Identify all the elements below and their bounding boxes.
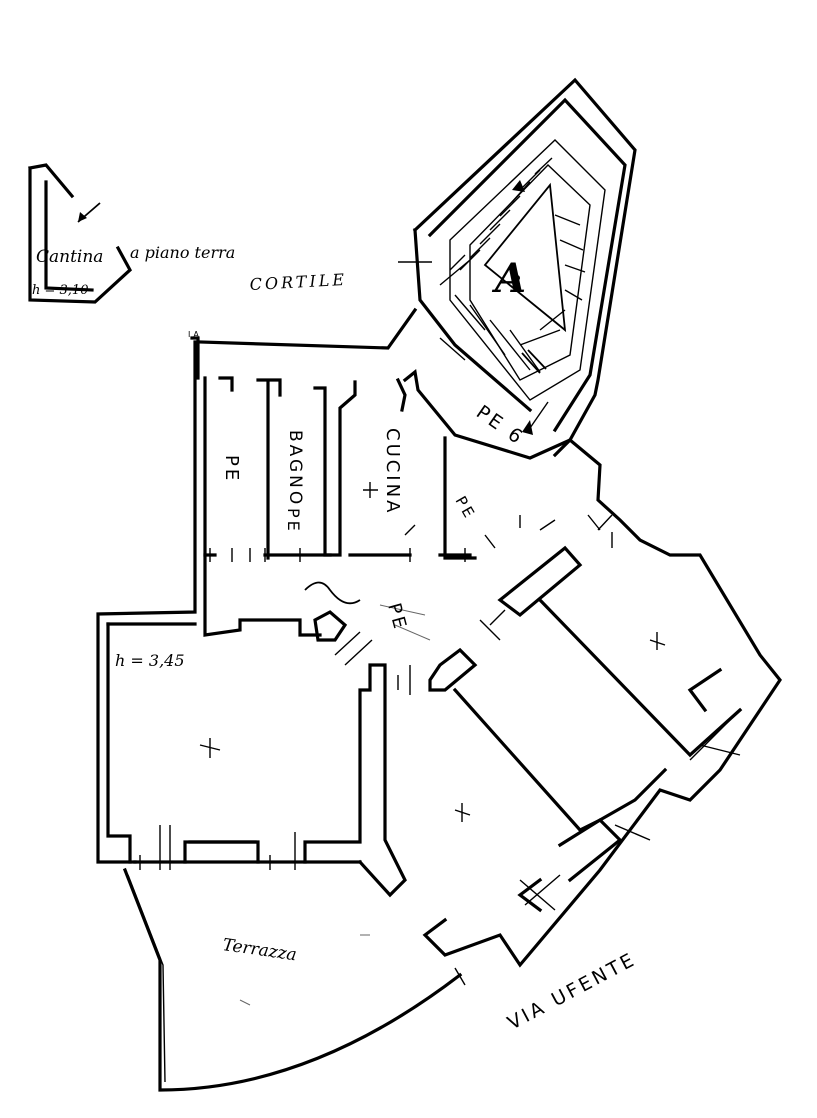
pe-label-4: PE xyxy=(383,601,411,634)
pe-label-2: PE xyxy=(284,508,303,534)
piano-terra-label: a piano terra xyxy=(130,243,235,262)
cortile-label: CORTILE xyxy=(249,270,347,294)
stair-up-arrow-icon xyxy=(512,180,525,192)
cantina-inset: Cantina a piano terra h = 3,10 xyxy=(28,163,235,304)
cantina-label: Cantina xyxy=(36,247,103,267)
pe-label-3: PE xyxy=(452,493,480,523)
stair-core: A xyxy=(398,77,637,458)
room-marks xyxy=(199,482,666,822)
bagno-label: BAGNO xyxy=(285,430,305,507)
stair-mark-label: A xyxy=(491,255,526,302)
cucina-label: CUCINA xyxy=(382,428,403,515)
room-height-label: h = 3,45 xyxy=(115,651,185,670)
corner-tag-label: IA xyxy=(188,330,202,339)
terrace-outline xyxy=(122,867,463,1092)
cantina-height-label: h = 3,10 xyxy=(32,283,88,298)
terrazza-label: Terrazza xyxy=(221,935,298,965)
apartment-walls xyxy=(96,307,782,968)
pe-label-1: PE xyxy=(221,455,242,483)
sketch-squiggle xyxy=(304,581,361,605)
door-ticks xyxy=(139,514,741,911)
pe6-arrow-icon xyxy=(522,420,533,435)
